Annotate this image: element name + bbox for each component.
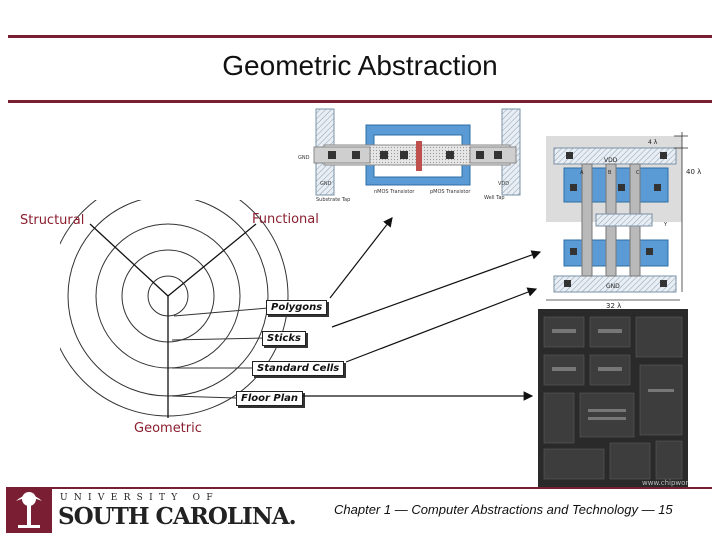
svg-text:40 λ: 40 λ	[686, 168, 701, 176]
leader-sticks	[171, 337, 267, 341]
arrow-polygons	[329, 217, 393, 299]
leader-floor-plan	[171, 395, 237, 399]
level-sticks: Sticks	[262, 331, 306, 346]
logo-south-carolina: SOUTH CAROLINA.	[58, 503, 297, 530]
leader-polygons	[173, 307, 269, 317]
top-rule	[8, 35, 712, 38]
svg-text:32 λ: 32 λ	[606, 302, 621, 310]
label-geometric: Geometric	[134, 421, 202, 436]
die-photo: www.chipworks	[538, 309, 688, 489]
slide-footer: Chapter 1 — Computer Abstractions and Te…	[334, 502, 673, 517]
svg-text:GND: GND	[320, 181, 332, 187]
arrow-sticks	[331, 250, 542, 328]
label-functional: Functional	[252, 212, 319, 227]
level-standard-cells: Standard Cells	[252, 361, 345, 376]
slide-title: Geometric Abstraction	[222, 50, 498, 81]
y-chart-diagram	[60, 200, 289, 418]
arrow-standard-cells	[345, 287, 538, 363]
structural-axis	[89, 223, 169, 297]
svg-text:B: B	[608, 170, 612, 176]
standard-cell-layout: VDD GND A B C Y 4 λ 40 λ 32 λ	[546, 132, 701, 310]
label-structural: Structural	[20, 213, 85, 228]
functional-axis	[167, 223, 257, 297]
inverter-layout: GND GND VDD nMOS Transistor pMOS Transis…	[298, 108, 521, 203]
footer-rule	[8, 487, 712, 489]
svg-text:VDD: VDD	[498, 181, 509, 187]
die-watermark: www.chipworks	[642, 479, 688, 487]
svg-text:Well Tap: Well Tap	[484, 195, 505, 201]
university-logo-mark	[6, 487, 52, 533]
svg-text:nMOS Transistor: nMOS Transistor	[374, 189, 415, 195]
svg-text:GND: GND	[298, 155, 310, 161]
svg-text:4 λ: 4 λ	[648, 139, 658, 146]
svg-text:Y: Y	[663, 222, 668, 228]
title-rule	[8, 100, 712, 103]
svg-text:C: C	[636, 170, 640, 176]
logo-university-of: UNIVERSITY OF	[60, 493, 219, 503]
level-polygons: Polygons	[266, 300, 328, 315]
svg-text:VDD: VDD	[604, 157, 618, 164]
svg-text:Substrate Tap: Substrate Tap	[316, 197, 350, 203]
svg-text:pMOS Transistor: pMOS Transistor	[430, 189, 471, 195]
level-floor-plan: Floor Plan	[236, 391, 304, 406]
svg-text:GND: GND	[606, 283, 620, 290]
svg-text:A: A	[580, 170, 584, 176]
